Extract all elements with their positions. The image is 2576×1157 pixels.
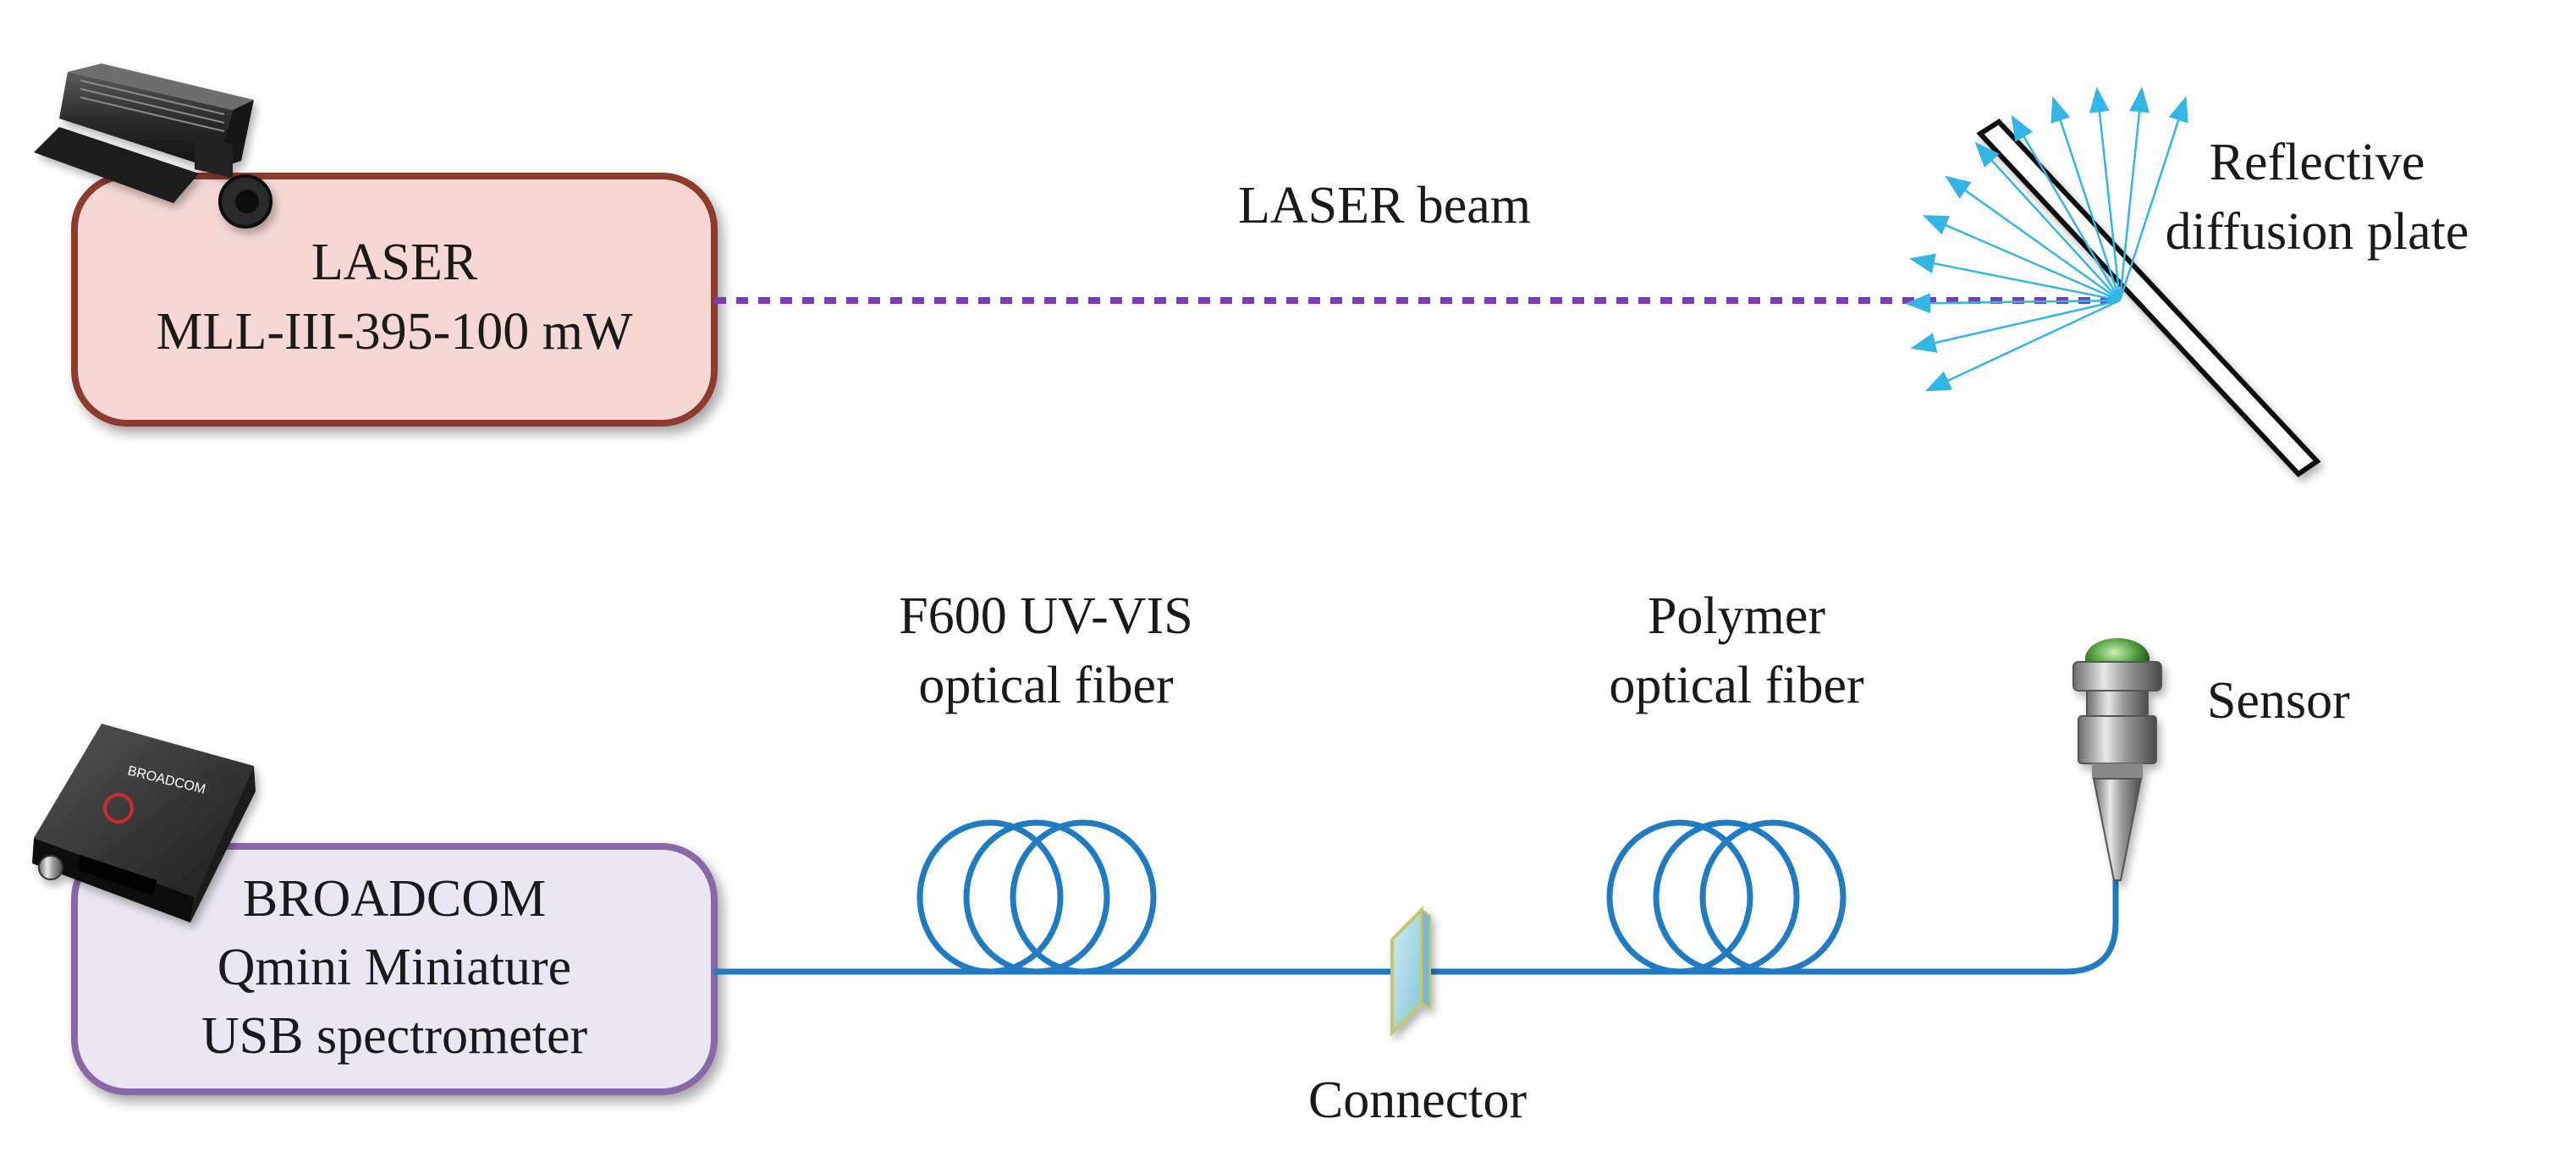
reflection-ray-arrowhead — [2129, 86, 2149, 113]
connector-label: Connector — [1308, 1072, 1527, 1129]
fiber1-coil-loop — [963, 819, 1110, 975]
f600-optical-fiber — [714, 819, 1401, 975]
reflection-ray — [2012, 117, 2122, 301]
plate-label-line1: Reflective — [2210, 134, 2425, 191]
reflection-ray — [1946, 176, 2121, 302]
fiber2-coil-loop — [1606, 819, 1753, 975]
reflection-ray-arrowhead — [1924, 371, 1953, 392]
connector-icon — [1390, 906, 1431, 1037]
fiber1-coil-loop — [1010, 819, 1157, 975]
reflection-ray-arrowhead — [1922, 215, 1951, 235]
fiber1-coil-loop — [916, 819, 1064, 975]
fiber1-label-line2: optical fiber — [918, 657, 1174, 714]
spectrometer-model-label: Qmini Miniature — [217, 939, 571, 996]
fiber2-label-line1: Polymer — [1648, 587, 1825, 645]
polymer-optical-fiber — [1430, 819, 2119, 975]
sensor-probe-icon — [2072, 638, 2162, 881]
reflection-ray — [2118, 98, 2187, 301]
reflection-ray-arrowhead — [2050, 96, 2071, 124]
spectrometer-type-label: USB spectrometer — [201, 1007, 588, 1065]
reflection-ray — [1925, 215, 2121, 302]
reflection-ray — [2095, 90, 2122, 301]
reflection-ray — [1912, 257, 2121, 302]
reflection-ray-arrowhead — [1974, 141, 2000, 168]
plate-label-line2: diffusion plate — [2166, 203, 2469, 261]
fiber2-coil-loop — [1653, 819, 1800, 975]
reflection-ray-arrowhead — [1945, 175, 1972, 199]
reflection-ray — [1908, 299, 2121, 305]
laser-label: LASER — [311, 234, 478, 291]
fiber-segment-2 — [1430, 880, 2119, 975]
reflection-ray — [2118, 90, 2143, 301]
reflection-ray-arrowhead — [2011, 114, 2034, 142]
sensor-label: Sensor — [2207, 672, 2350, 730]
reflection-ray — [1976, 143, 2121, 301]
reflection-ray-arrowhead — [1905, 293, 1931, 314]
reflection-ray-arrowhead — [2089, 86, 2110, 113]
laser-box — [71, 173, 718, 427]
reflection-ray-arrowhead — [1910, 333, 1938, 353]
laser-beam-label: LASER beam — [1238, 177, 1531, 234]
reflection-ray — [2052, 99, 2122, 301]
reflective-diffusion-plate — [1976, 118, 2321, 477]
fiber2-coil-loop — [1699, 819, 1847, 975]
reflection-ray — [1913, 299, 2121, 350]
reflection-ray — [1927, 299, 2121, 391]
reflection-ray-arrowhead — [1908, 253, 1936, 273]
laser-device-icon — [34, 63, 272, 229]
spectrometer-brand-label: BROADCOM — [243, 870, 546, 928]
laser-model-label: MLL-III-395-100 mW — [157, 303, 633, 361]
diffuse-reflection-rays — [1905, 86, 2188, 392]
fiber2-label-line2: optical fiber — [1609, 657, 1864, 714]
spectrometer-device-icon: BROADCOM — [32, 724, 256, 923]
fiber1-label-line1: F600 UV-VIS — [899, 587, 1192, 645]
reflection-ray-arrowhead — [2168, 96, 2188, 124]
